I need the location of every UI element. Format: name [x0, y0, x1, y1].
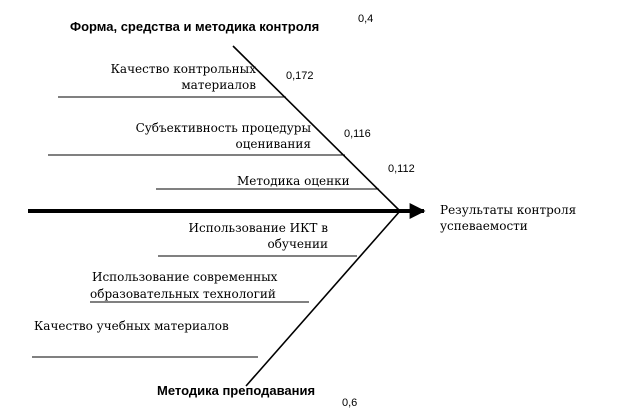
cause-bottom-2-line2: образовательных технологий — [90, 287, 276, 301]
cause-bottom-3-label: Качество учебных материалов — [34, 319, 229, 333]
cause-top-1-weight: 0,172 — [286, 70, 314, 82]
cause-top-3-weight: 0,112 — [388, 163, 415, 175]
cause-top-1-line2: материалов — [181, 78, 256, 92]
effect-label-line2: успеваемости — [440, 219, 528, 233]
cause-bottom-1-line1: Использование ИКТ в — [188, 221, 328, 235]
cause-top-2-weight: 0,116 — [344, 128, 371, 140]
cause-top-3-label: Методика оценки — [237, 174, 350, 188]
cause-top-2-line1: Субъективность процедуры — [135, 121, 311, 135]
effect-label-line1: Результаты контроля — [440, 203, 577, 217]
bottom-bone — [245, 210, 401, 387]
top-group-title: Форма, средства и методика контроля — [70, 19, 320, 34]
bottom-group-weight: 0,6 — [342, 397, 358, 409]
bottom-group-title: Методика преподавания — [157, 383, 316, 398]
cause-top-1-line1: Качество контрольных — [110, 62, 256, 76]
cause-bottom-2-line1: Использование современных — [92, 270, 278, 284]
cause-top-2-line2: оценивания — [235, 137, 311, 151]
cause-bottom-1-line2: обучении — [267, 237, 328, 251]
top-group-weight: 0,4 — [358, 13, 374, 25]
top-bone — [232, 45, 401, 212]
